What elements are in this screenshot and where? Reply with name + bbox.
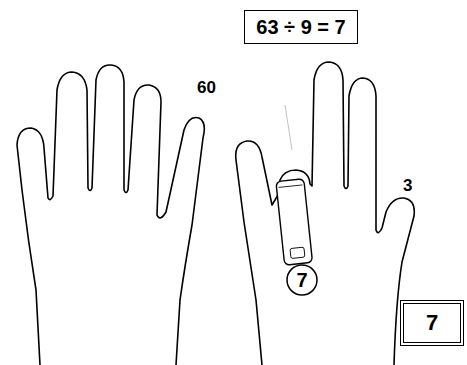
folded-finger [276,179,313,265]
tens-label: 60 [197,79,216,96]
equation-box: 63 ÷ 9 = 7 [244,10,358,44]
circled-number: 7 [286,264,318,296]
answer-box: 7 [400,300,464,346]
node-text: 7 [426,312,438,334]
right-hand-outline [236,62,415,365]
sketch-stroke [285,105,292,150]
node-text: 63 ÷ 9 = 7 [256,17,345,37]
ones-label: 3 [403,177,412,194]
left-hand-outline [17,65,204,365]
node-text: 7 [296,270,307,290]
